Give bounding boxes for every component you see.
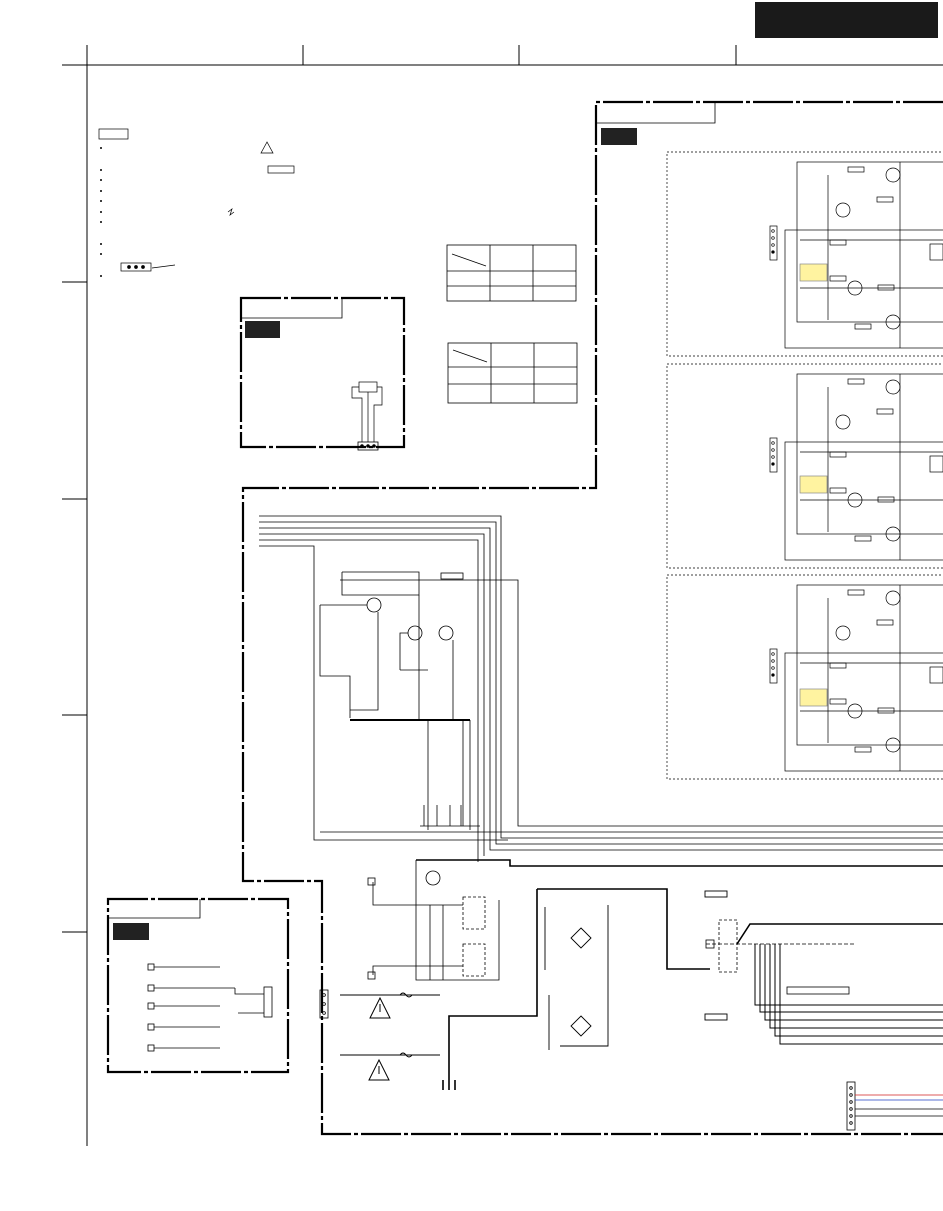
control-lines (754, 944, 943, 1045)
table-bottom (447, 342, 578, 404)
table-top (446, 244, 577, 302)
terminal-squares (367, 877, 376, 980)
notes-legend (98, 128, 295, 272)
board-main-tag (596, 102, 716, 124)
power-section (340, 888, 728, 1090)
board-small-top (239, 296, 406, 451)
filter-caps (420, 805, 480, 827)
amp-channel-1 (666, 151, 943, 357)
input-board (106, 897, 290, 1074)
output-header (846, 1081, 943, 1131)
protection-circuit (319, 571, 471, 830)
mcu-bus (705, 919, 943, 995)
sheet-frame (62, 45, 943, 1146)
warning-triangle-icon (368, 996, 391, 1081)
amp-channel-3 (666, 574, 943, 780)
ac-inlet-connector (319, 989, 329, 1019)
notes-bullets (100, 147, 102, 277)
board-main-outline (241, 100, 943, 1136)
board-main-dark-tag (601, 128, 637, 145)
amp-channel-2 (666, 363, 943, 569)
title-block (755, 2, 938, 38)
relay-section (372, 859, 943, 981)
signal-bus (259, 515, 943, 862)
